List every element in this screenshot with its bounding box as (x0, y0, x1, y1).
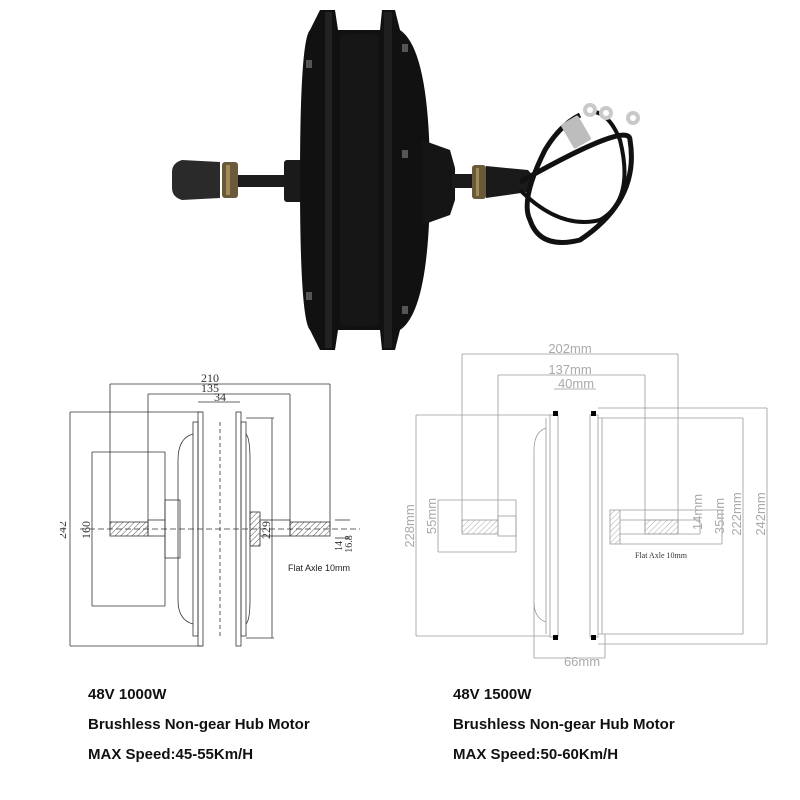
dim-40mm: 40mm (558, 376, 594, 391)
left-drawing-svg: 210 135 34 242 160 229 14 16.8 Flat Axle… (55, 371, 360, 647)
dim-14: 14 (334, 541, 345, 551)
max-speed-1000w: MAX Speed:45-55Km/H (88, 746, 254, 763)
motor-type-1500w: Brushless Non-gear Hub Motor (453, 716, 675, 733)
flat-axle-label-right: Flat Axle 10mm (635, 551, 688, 560)
dim-228mm: 228mm (402, 504, 417, 547)
axle-left (238, 175, 288, 187)
dim-137mm: 137mm (548, 362, 591, 377)
dim-160: 160 (79, 521, 93, 539)
dim-55mm: 55mm (424, 498, 439, 534)
voltage-power-1000w: 48V 1000W (88, 686, 167, 703)
hub-flange-right (422, 140, 455, 225)
motor-type-1000w: Brushless Non-gear Hub Motor (88, 716, 310, 733)
connector-plug (561, 115, 591, 149)
axle-nut-cap (172, 160, 220, 200)
dim-16-8: 16.8 (344, 535, 355, 553)
axle-right (452, 174, 472, 188)
motor-cable (518, 112, 634, 245)
dim-222mm: 222mm (729, 492, 744, 535)
max-speed-1500w: MAX Speed:50-60Km/H (453, 746, 619, 763)
dim-35mm: 35mm (712, 498, 727, 534)
right-drawing-svg: 202mm 137mm 40mm 228mm 55mm 14mm 35mm 22… (402, 341, 768, 669)
dim-242mm: 242mm (753, 492, 768, 535)
left-dimension-drawing: 210 135 34 242 160 229 14 16.8 Flat Axle… (55, 370, 380, 650)
dim-229: 229 (259, 521, 273, 539)
specs-1500w: 48V 1500W Brushless Non-gear Hub Motor M… (453, 680, 675, 770)
flat-axle-label-left: Flat Axle 10mm (288, 563, 350, 573)
voltage-power-1500w: 48V 1500W (453, 686, 532, 703)
hub-motor-illustration (172, 10, 640, 350)
dim-210: 210 (201, 371, 219, 385)
hub-motor-photo (160, 0, 660, 360)
dim-135: 135 (201, 381, 219, 395)
dim-14mm: 14mm (690, 494, 705, 530)
dim-66mm: 66mm (564, 654, 600, 669)
dim-34: 34 (214, 390, 226, 404)
specs-1000w: 48V 1000W Brushless Non-gear Hub Motor M… (88, 680, 310, 770)
dim-202mm: 202mm (548, 341, 591, 356)
dim-242: 242 (60, 521, 69, 539)
right-dimension-drawing: 202mm 137mm 40mm 228mm 55mm 14mm 35mm 22… (400, 340, 780, 670)
bolt (306, 60, 312, 68)
